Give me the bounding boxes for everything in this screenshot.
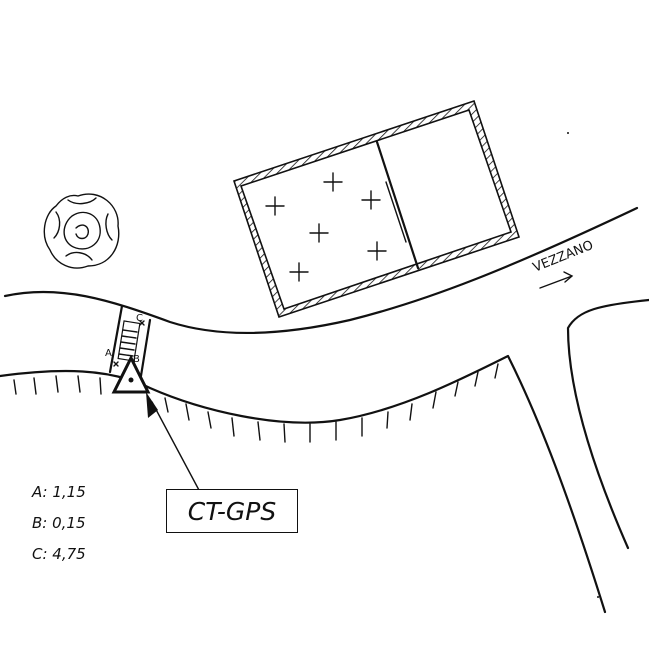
point-b-label: B <box>133 354 140 365</box>
measurement-a: A: 1,15 <box>32 483 86 501</box>
road-lower-edge <box>0 354 607 614</box>
embankment-marks <box>13 363 499 443</box>
direction-arrow-icon <box>539 271 574 289</box>
station-label-box: CT-GPS <box>166 489 298 533</box>
gps-station-icon <box>111 354 151 394</box>
building <box>232 99 521 319</box>
measurement-b: B: 0,15 <box>32 514 86 532</box>
road-upper-edge <box>3 206 639 335</box>
point-c-label: C <box>136 313 143 324</box>
crossing: C A B <box>105 304 152 384</box>
street-label: VEZZANO <box>531 238 596 289</box>
street-name: VEZZANO <box>531 238 596 276</box>
leader-arrow <box>146 392 201 493</box>
station-label: CT-GPS <box>187 496 277 526</box>
tree-icon <box>43 193 120 269</box>
measurement-c: C: 4,75 <box>32 545 86 563</box>
point-a-label: A <box>105 348 112 359</box>
side-road-edge <box>566 298 649 550</box>
building-cross-marks <box>265 172 387 282</box>
